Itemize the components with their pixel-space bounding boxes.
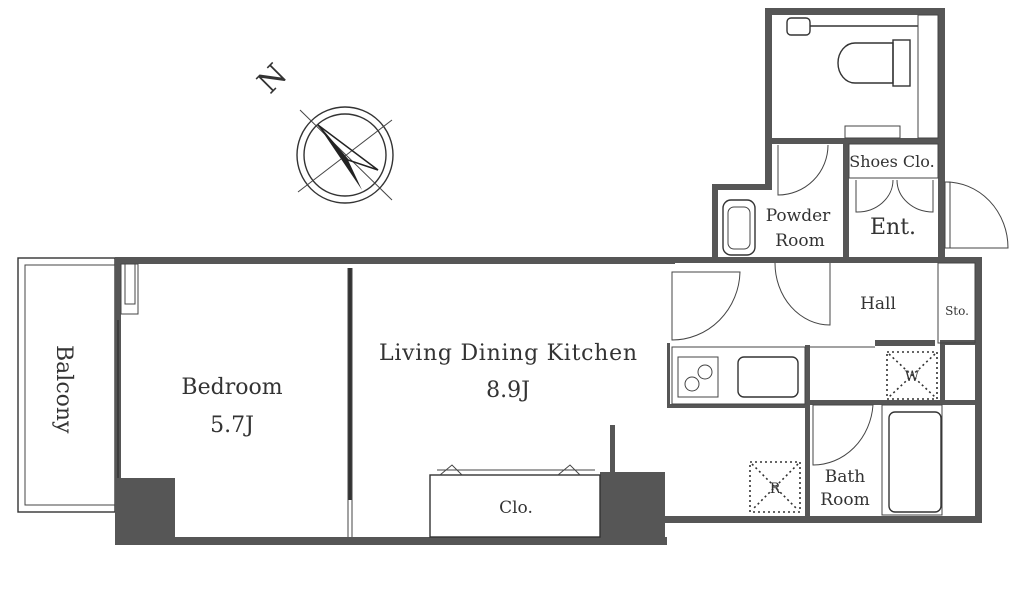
- bedroom-label: Bedroom: [181, 375, 282, 400]
- balcony: Balcony: [17, 257, 116, 513]
- bath-room-label-2: Room: [820, 490, 869, 510]
- balcony-label: Balcony: [51, 345, 76, 434]
- entrance-label: Ent.: [870, 215, 916, 240]
- storage-label: Sto.: [945, 304, 969, 318]
- powder-room-label-2: Room: [775, 231, 824, 251]
- walls: [115, 8, 982, 545]
- ldk-size: 8.9J: [486, 378, 530, 403]
- hall-label: Hall: [860, 294, 896, 314]
- room-labels: Bedroom 5.7J Living Dining Kitchen 8.9J …: [181, 152, 969, 518]
- powder-room-label-1: Powder: [766, 206, 831, 226]
- closet-label: Clo.: [499, 498, 533, 518]
- refrigerator-label: R: [770, 481, 781, 497]
- shoes-closet-label: Shoes Clo.: [849, 152, 934, 171]
- bedroom-size: 5.7J: [210, 413, 254, 438]
- north-label: N: [251, 57, 294, 100]
- fixtures: [117, 14, 1009, 538]
- washer-label: W: [905, 369, 920, 385]
- bath-room-label-1: Bath: [825, 467, 865, 487]
- ldk-label: Living Dining Kitchen: [379, 341, 637, 366]
- compass-icon: N: [251, 57, 394, 204]
